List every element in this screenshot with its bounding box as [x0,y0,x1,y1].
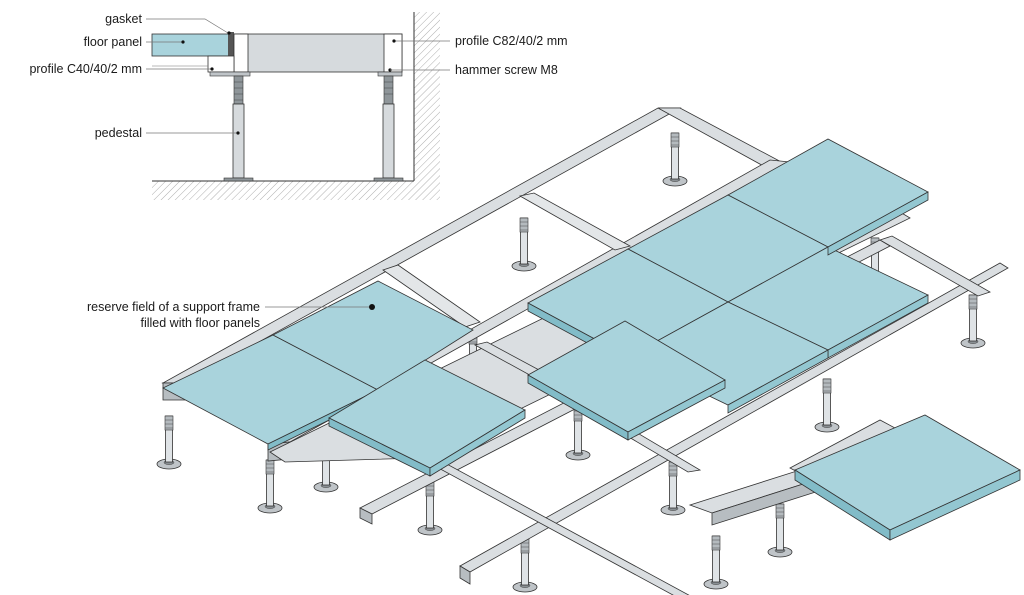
floor-hatch [152,181,414,200]
reserve-field-dot [369,304,375,310]
detail-floor-panel [151,33,233,57]
label-profile-c82: profile C82/40/2 mm [455,34,568,48]
label-hammer-screw: hammer screw M8 [455,63,558,77]
label-pedestal: pedestal [94,126,142,140]
label-reserve-field-line2: filled with floor panels [140,316,260,330]
label-floor-panel: floor panel [83,35,142,49]
detail-pedestal-left [232,103,245,179]
label-profile-c40: profile C40/40/2 mm [29,62,142,76]
lifted-panel-middle [527,320,726,441]
label-reserve-field-line1: reserve field of a support frame [87,300,260,314]
support-frame-assembly [156,107,1021,595]
detail-pedestal-right [382,103,395,179]
corner-detail [688,414,1021,541]
detail-gasket [228,32,234,58]
detail-profile-c82 [233,33,403,73]
panel [272,280,474,391]
detail-section-drawing [146,12,450,200]
loose-panel-left [328,359,526,477]
label-gasket: gasket [105,12,142,26]
wall-hatch [414,12,440,200]
